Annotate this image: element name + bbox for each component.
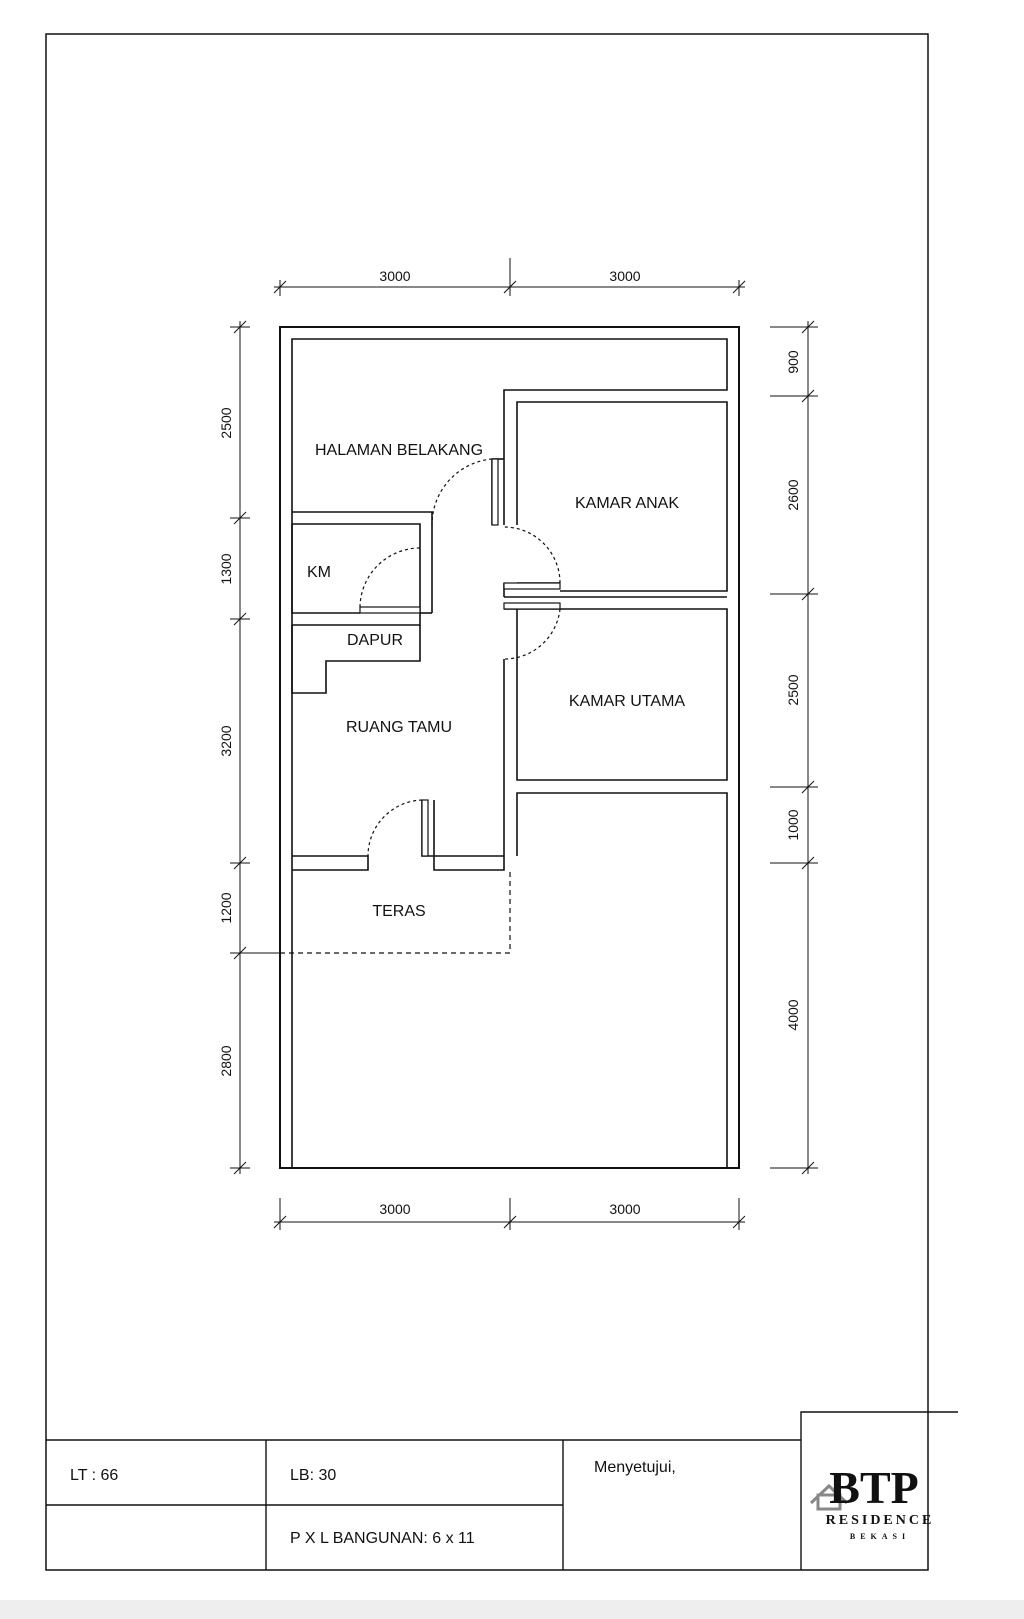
room-kamar-anak: KAMAR ANAK [575, 495, 679, 512]
room-dapur: DAPUR [347, 632, 403, 649]
house-icon [809, 1483, 849, 1511]
dim-left-2: 1300 [218, 553, 234, 584]
dim-bottom-2: 3000 [609, 1201, 640, 1217]
lb-value: LB: 30 [290, 1467, 336, 1484]
lt-value: LT : 66 [70, 1467, 118, 1484]
door-swings [359, 458, 561, 857]
dimension-lines [230, 258, 818, 1230]
sheet-border [45, 33, 929, 1571]
dim-bottom-1: 3000 [379, 1201, 410, 1217]
title-block [46, 1411, 958, 1570]
dim-left-4: 1200 [218, 892, 234, 923]
dim-right-4: 1000 [785, 809, 801, 840]
dim-top-2: 3000 [609, 268, 640, 284]
dim-right-5: 4000 [785, 999, 801, 1030]
room-km: KM [307, 564, 331, 581]
dim-right-1: 900 [785, 350, 801, 374]
room-halaman-belakang: HALAMAN BELAKANG [315, 442, 483, 459]
teras-outline [280, 870, 511, 954]
dim-left-5: 2800 [218, 1045, 234, 1076]
dim-right-2: 2600 [785, 479, 801, 510]
approval-label: Menyetujui, [594, 1459, 676, 1476]
dimension-labels: 3000 3000 3000 3000 2500 1300 3200 1200 … [218, 268, 801, 1217]
logo-bekasi: BEKASI [850, 1532, 910, 1541]
room-ruang-tamu: RUANG TAMU [346, 719, 452, 736]
logo-residence: RESIDENCE [826, 1513, 935, 1528]
dim-left-1: 2500 [218, 407, 234, 438]
room-teras: TERAS [372, 903, 425, 920]
dim-left-3: 3200 [218, 725, 234, 756]
pxl-value: P X L BANGUNAN: 6 x 11 [290, 1530, 475, 1547]
dim-top-1: 3000 [379, 268, 410, 284]
btp-logo: BTP RESIDENCE BEKASI [809, 1462, 935, 1541]
room-labels: HALAMAN BELAKANG KAMAR ANAK KM DAPUR KAM… [307, 442, 685, 920]
logo-name: BTP [829, 1462, 918, 1513]
room-kamar-utama: KAMAR UTAMA [569, 693, 685, 710]
dim-right-3: 2500 [785, 674, 801, 705]
